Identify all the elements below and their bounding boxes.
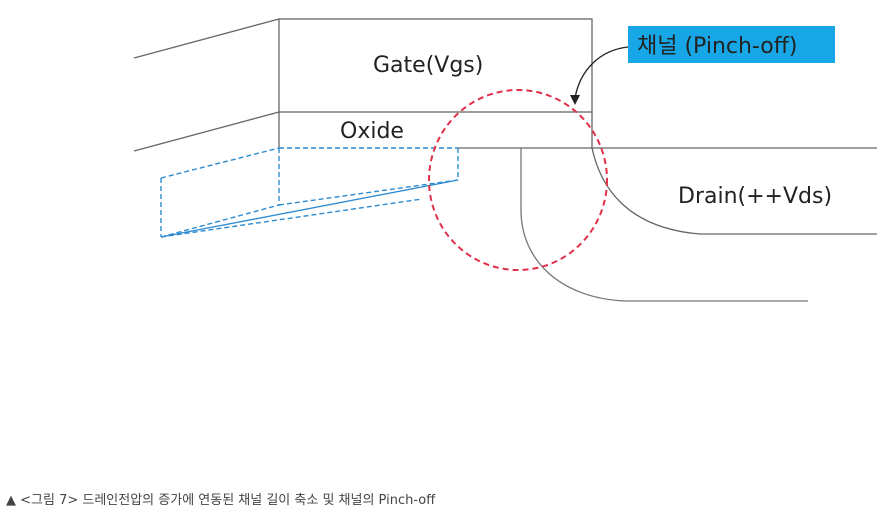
figure-caption: ▲ <그림 7> 드레인전압의 증가에 연동된 채널 길이 축소 및 채널의 P… [6, 489, 435, 508]
channel-region [160, 147, 459, 238]
caption-marker: ▲ [6, 493, 16, 508]
pinch-off-diagram: 채널 (Pinch-off) Gate(Vgs) Oxide Drain(++V… [133, 18, 877, 302]
oxide-label: Oxide [340, 119, 404, 144]
callout-label: 채널 (Pinch-off) [637, 34, 797, 59]
drain-region [591, 147, 877, 235]
pinch-off-highlight-circle [428, 89, 608, 271]
substrate-surface [133, 111, 280, 152]
gate-label: Gate(Vgs) [373, 53, 483, 78]
caption-text: <그림 7> 드레인전압의 증가에 연동된 채널 길이 축소 및 채널의 Pin… [20, 493, 436, 508]
callout-arrow [570, 46, 629, 105]
oxide-layer [278, 112, 593, 148]
drain-label: Drain(++Vds) [678, 184, 832, 209]
depletion-boundary [520, 148, 808, 302]
callout-box [628, 26, 835, 63]
gate-block [133, 18, 593, 113]
